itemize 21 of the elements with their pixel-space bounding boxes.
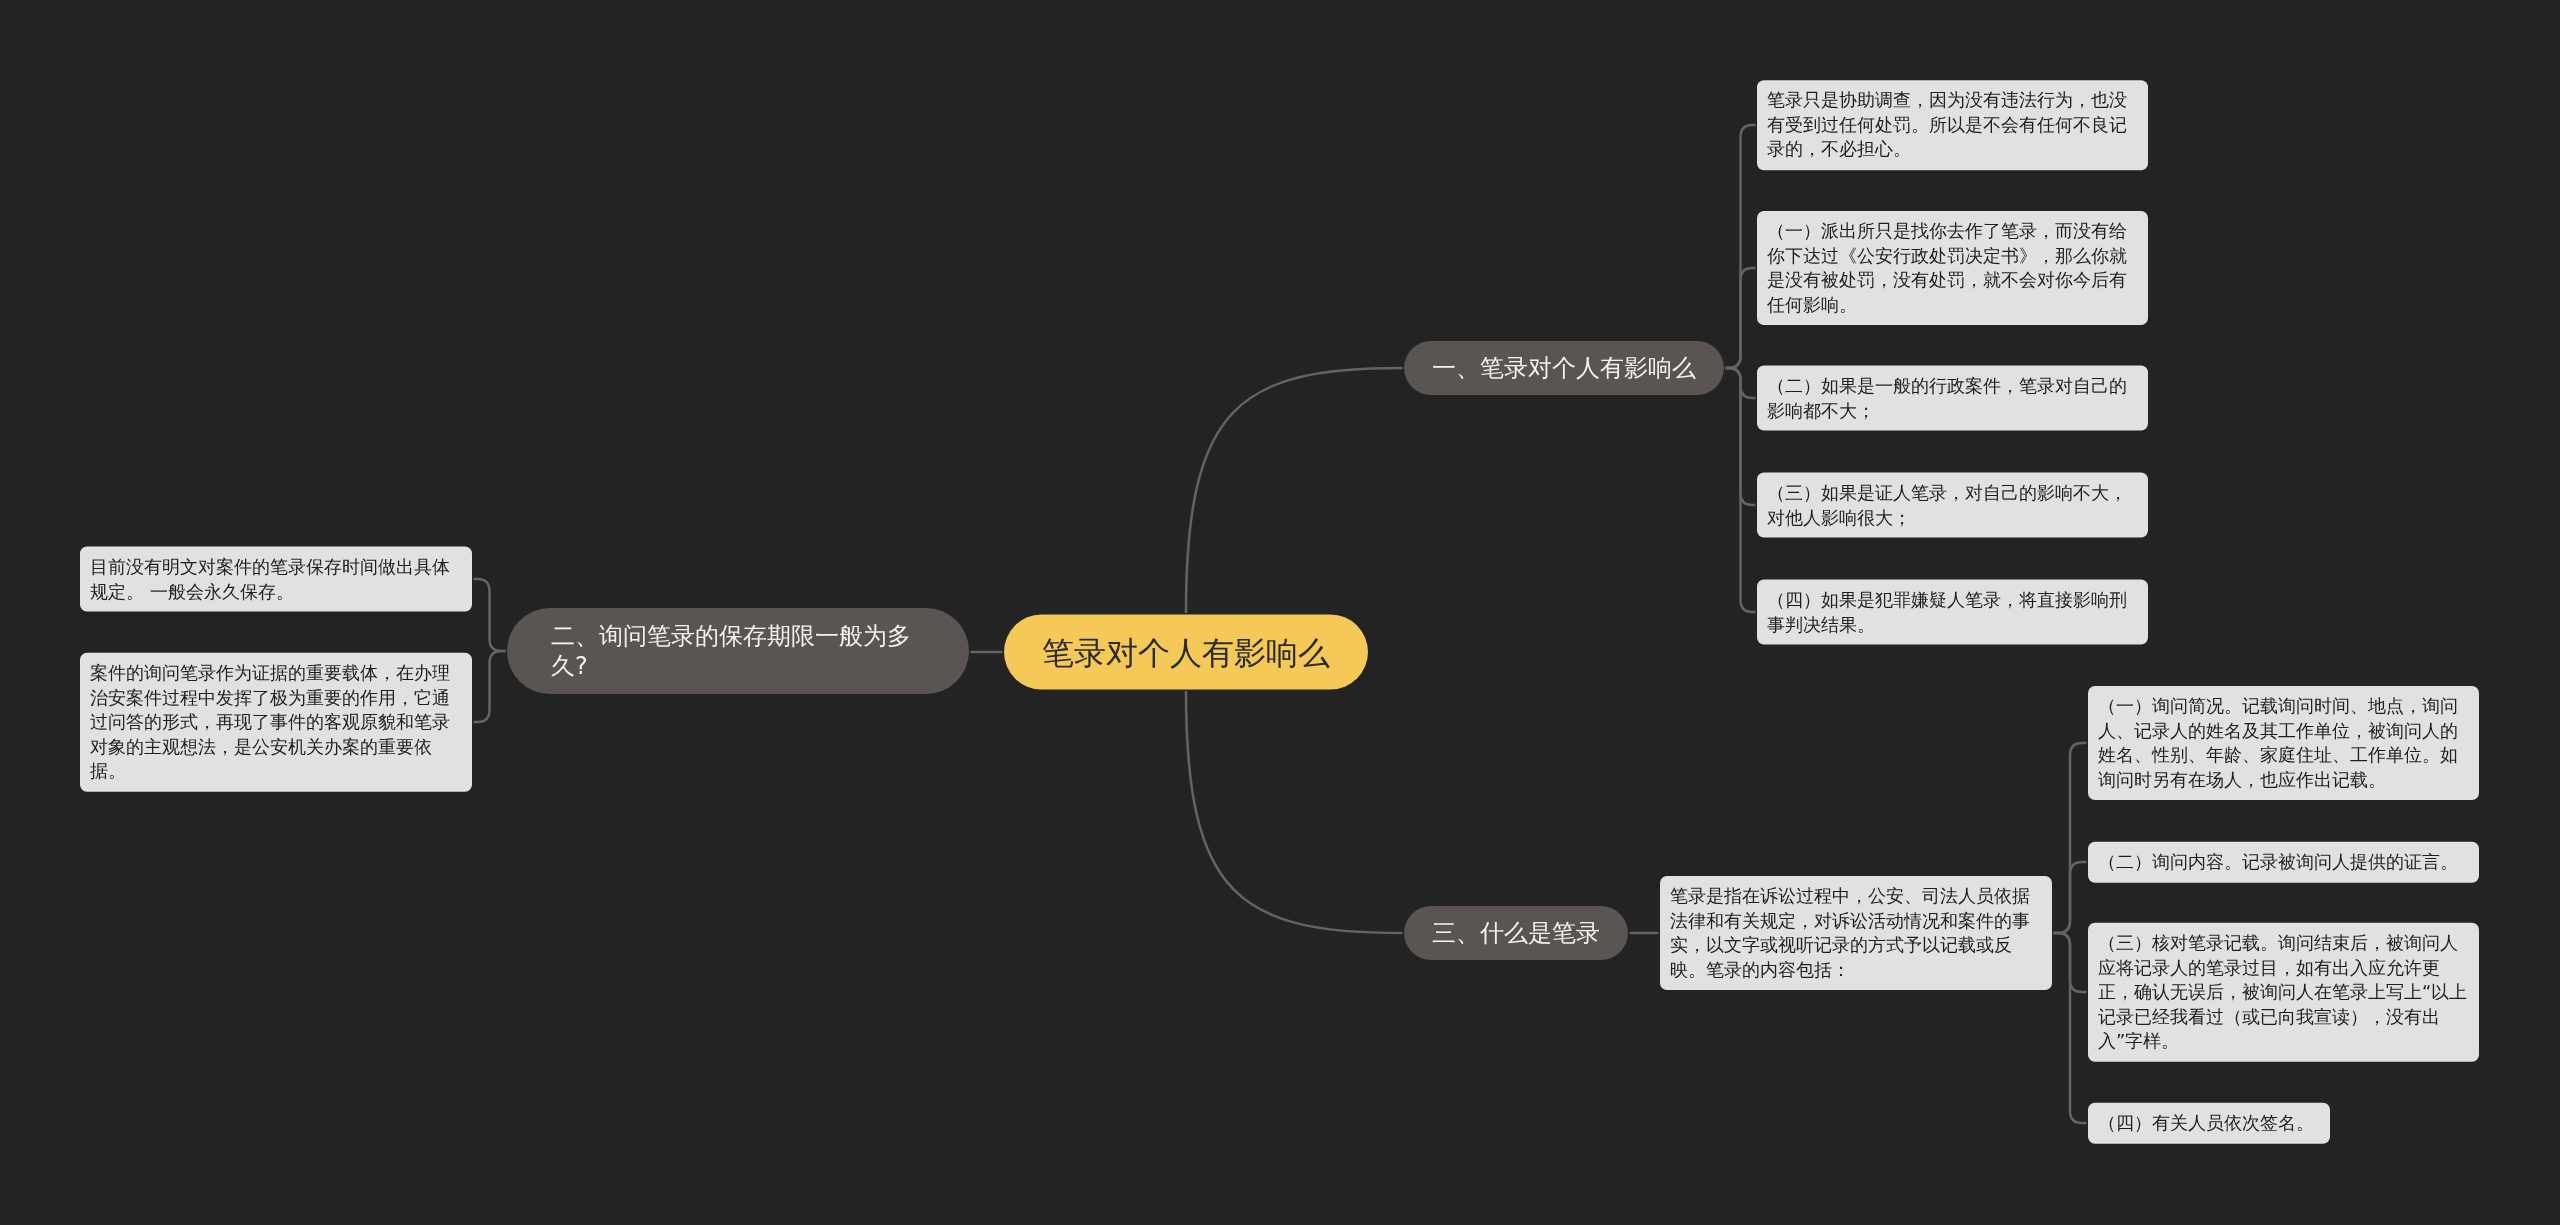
connector-line	[1184, 690, 1403, 935]
note-card: （二）如果是一般的行政案件，笔录对自己的影响都不大；	[1757, 365, 2148, 431]
note-card: （一）派出所只是找你去作了笔录，而没有给你下达过《公安行政处罚决定书》，那么你就是没有被处罚，没有处罚，就不会对你今后有任何影响。	[1757, 211, 2148, 325]
central-topic: 笔录对个人有影响么	[1004, 614, 1368, 690]
note-card: 案件的询问笔录作为证据的重要载体，在办理治安案件过程中发挥了极为重要的作用，它通过问答的形式，再现了事件的客观原貌和笔录对象的主观想法，是公安机关办案的重要依据。	[80, 652, 472, 792]
note-card: 笔录只是协助调查，因为没有违法行为，也没有受到过任何处罚。所以是不会有任何不良记录的，不必担心。	[1757, 80, 2148, 170]
topic-pill: 二、询问笔录的保存期限一般为多久?	[507, 608, 969, 694]
note-card: （四）如果是犯罪嫌疑人笔录，将直接影响刑事判决结果。	[1757, 579, 2148, 645]
topic-pill: 三、什么是笔录	[1404, 906, 1628, 960]
connector-line	[1725, 366, 1756, 614]
note-card: （三）核对笔录记载。询问结束后，被询问人应将记录人的笔录过目，如有出入应允许更正，确认无误后，被询问人在笔录上写上“以上记录已经我看过（或已向我宣读），没有出入”字样。	[2088, 922, 2479, 1062]
note-card: 笔录是指在诉讼过程中，公安、司法人员依据法律和有关规定，对诉讼活动情况和案件的事实，以文字或视听记录的方式予以记载或反映。笔录的内容包括：	[1660, 876, 2052, 990]
connector-line	[1629, 931, 1659, 935]
note-card: （一）询问简况。记载询问时间、地点，询问人、记录人的姓名及其工作单位，被询问人的姓名、性别、年龄、家庭住址、工作单位。如询问时另有在场人，也应作出记载。	[2088, 686, 2479, 800]
note-card: （二）询问内容。记录被询问人提供的证言。	[2088, 841, 2479, 883]
note-card: （三）如果是证人笔录，对自己的影响不大，对他人影响很大；	[1757, 472, 2148, 538]
note-card: （四）有关人员依次签名。	[2088, 1102, 2330, 1144]
note-card: 目前没有明文对案件的笔录保存时间做出具体规定。 一般会永久保存。	[80, 546, 472, 612]
connector-line	[1184, 366, 1403, 614]
connector-line	[970, 650, 1003, 654]
topic-pill: 一、笔录对个人有影响么	[1404, 341, 1724, 395]
